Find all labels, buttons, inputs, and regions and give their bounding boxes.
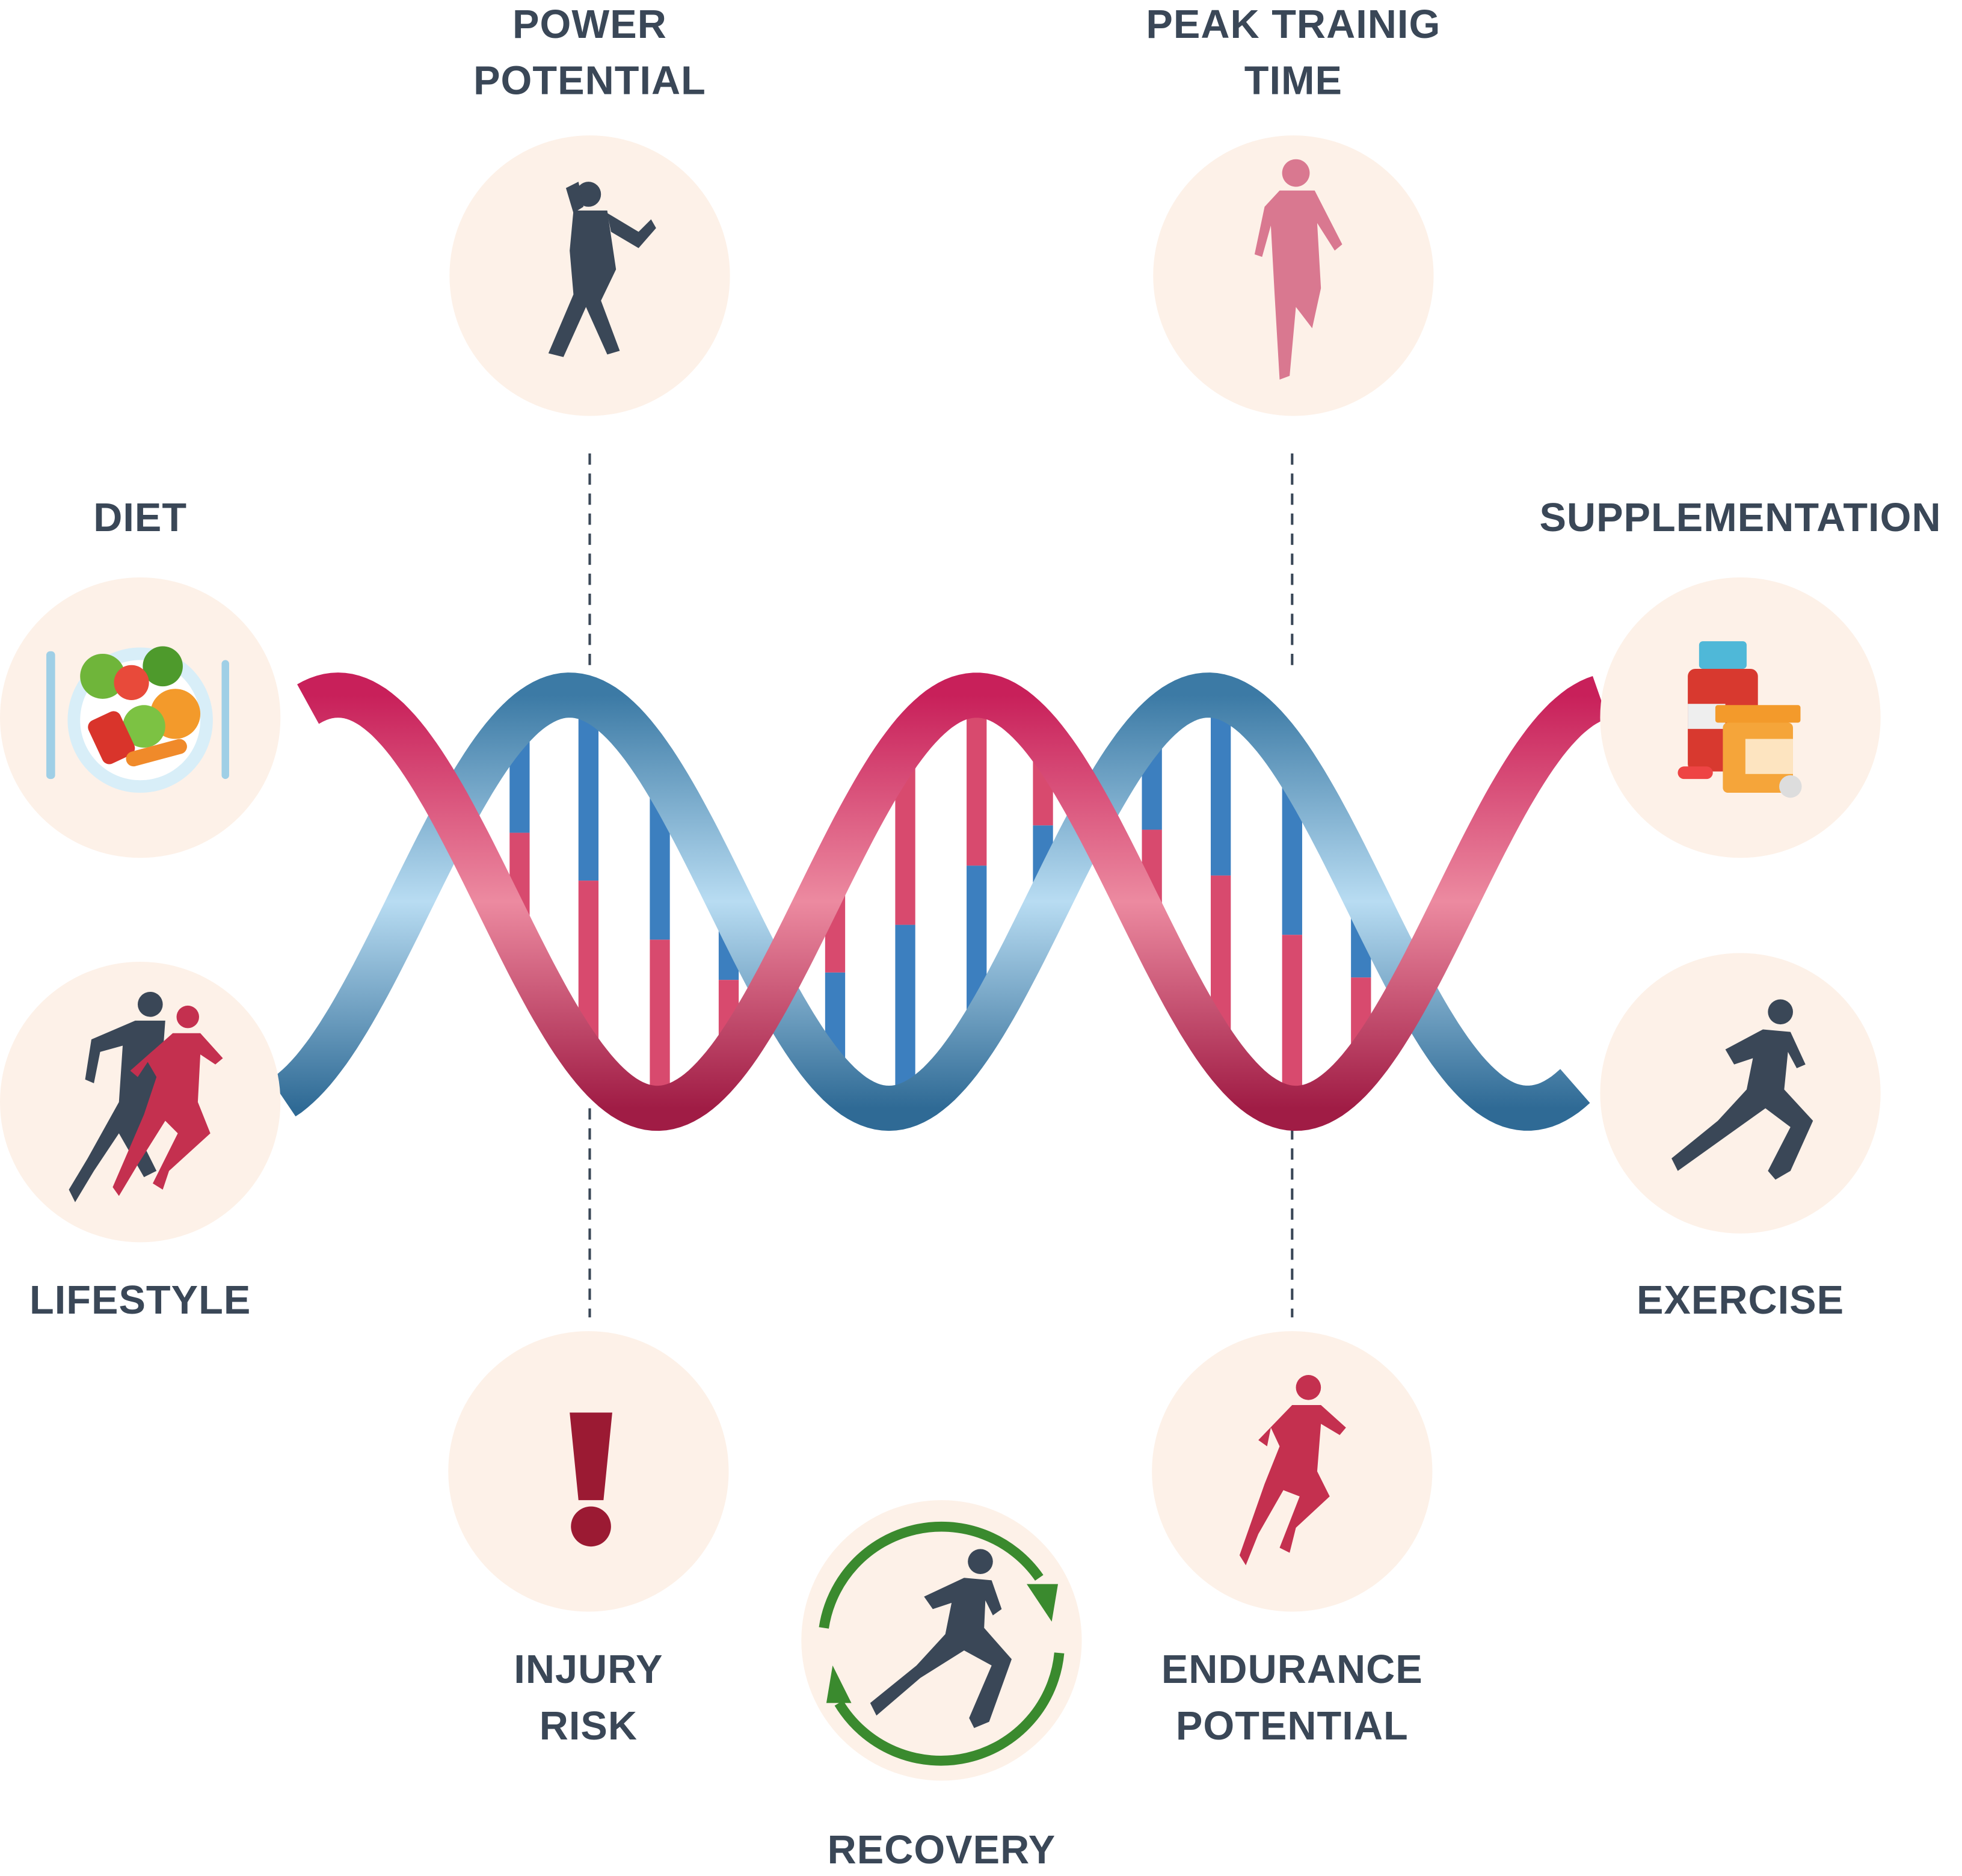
- label-power-line1: POWER: [512, 2, 667, 47]
- runner-icon: [870, 1549, 1012, 1729]
- node-lifestyle: LIFESTYLE: [0, 962, 281, 1323]
- node-supplementation: SUPPLEMENTATION: [1539, 496, 1941, 858]
- food-plate-icon: [46, 646, 229, 793]
- base-pair-rod: [650, 940, 670, 1109]
- label-diet: DIET: [93, 496, 187, 540]
- label-lifestyle: LIFESTYLE: [29, 1278, 251, 1323]
- node-power-potential: POWER POTENTIAL: [449, 2, 730, 416]
- node-peak-training-time: PEAK TRAINIG TIME: [1146, 2, 1441, 416]
- label-endurance-line2: POTENTIAL: [1176, 1704, 1409, 1748]
- exclamation-icon: [570, 1412, 612, 1547]
- node-injury-risk: INJURY RISK: [448, 1331, 729, 1748]
- recovery-cycle-icon: [819, 1521, 1065, 1766]
- node-diet: DIET: [0, 496, 281, 858]
- label-recovery: RECOVERY: [828, 1828, 1056, 1872]
- node-recovery: RECOVERY: [801, 1500, 1082, 1872]
- runner-icon: [1671, 999, 1813, 1180]
- dna-strand-red: [297, 672, 1608, 1131]
- label-peak-line1: PEAK TRAINIG: [1146, 2, 1441, 47]
- pill-bottles-icon: [1678, 641, 1802, 798]
- label-endurance-line1: ENDURANCE: [1161, 1647, 1423, 1692]
- label-exercise: EXERCISE: [1637, 1278, 1844, 1323]
- base-pair-rod: [1282, 935, 1302, 1109]
- base-pair-rod: [895, 924, 915, 1106]
- label-supplementation: SUPPLEMENTATION: [1539, 496, 1941, 540]
- standing-runner-icon: [1254, 159, 1342, 380]
- label-injury-line2: RISK: [540, 1704, 638, 1748]
- female-runner-icon: [1239, 1375, 1346, 1566]
- base-pair-rod: [967, 695, 987, 866]
- node-endurance-potential: ENDURANCE POTENTIAL: [1152, 1331, 1433, 1748]
- base-pair-rod: [578, 698, 599, 881]
- dna-strand-blue: [270, 672, 1590, 1131]
- label-peak-line2: TIME: [1244, 58, 1342, 103]
- label-power-line2: POTENTIAL: [473, 58, 706, 103]
- label-injury-line1: INJURY: [514, 1647, 663, 1692]
- base-pair-rod: [1210, 697, 1231, 876]
- node-exercise: EXERCISE: [1600, 953, 1881, 1323]
- bodybuilder-icon: [548, 182, 656, 357]
- running-couple-icon: [69, 992, 223, 1202]
